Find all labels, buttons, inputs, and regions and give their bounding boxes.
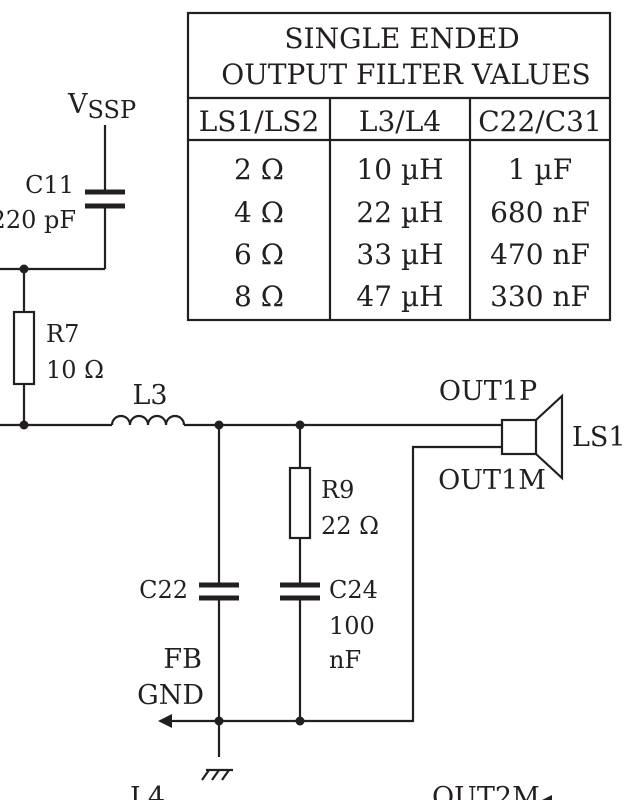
junction-dot (214, 716, 224, 726)
table-cell: 680 nF (490, 196, 590, 229)
table-header: L3/L4 (359, 105, 441, 138)
table-cell: 10 µH (356, 153, 443, 186)
table-cell: 330 nF (490, 280, 590, 313)
out1m-label: OUT1M (438, 465, 546, 496)
c24-value-line1: 100 (329, 612, 375, 640)
table-title-line2: OUTPUT FILTER VALUES (221, 58, 590, 91)
c11-name: C11 (25, 171, 74, 199)
table-cell: 33 µH (356, 238, 443, 271)
chassis-ground-icon (201, 768, 233, 781)
table-cell: 8 Ω (234, 280, 284, 313)
fb-gnd-arrow-icon (158, 714, 172, 728)
out1p-label: OUT1P (439, 376, 537, 407)
c24-value-line2: nF (329, 646, 361, 674)
table-cell: 1 µF (508, 153, 572, 186)
r9-name: R9 (321, 476, 354, 504)
gnd-label: GND (137, 680, 204, 711)
l3-label: L3 (132, 380, 167, 411)
table-header: LS1/LS2 (199, 105, 320, 138)
c11-value: 220 pF (0, 206, 76, 234)
table-cell: 2 Ω (234, 153, 284, 186)
table-title-line1: SINGLE ENDED (284, 22, 519, 55)
table-border (186, 11, 612, 322)
speaker-cone (535, 393, 564, 481)
l4-label: L4 (130, 782, 165, 800)
r7-resistor (12, 310, 36, 386)
table-cell: 6 Ω (234, 238, 284, 271)
out2m-arrow-icon (542, 795, 552, 800)
r7-value: 10 Ω (46, 356, 104, 384)
r9-value: 22 Ω (321, 512, 379, 540)
table-header: C22/C31 (478, 105, 602, 138)
l3-inductor (110, 414, 186, 426)
fb-label: FB (163, 644, 202, 675)
junction-dot (295, 716, 305, 726)
speaker-body (500, 418, 538, 456)
filter-values-table: SINGLE ENDED OUTPUT FILTER VALUES LS1/LS… (186, 11, 612, 322)
r9-resistor (288, 466, 312, 540)
table-cell: 4 Ω (234, 196, 284, 229)
table-cell: 47 µH (356, 280, 443, 313)
table-cell: 22 µH (356, 196, 443, 229)
c24-name: C24 (329, 576, 378, 604)
vssp-label: VSSP (67, 89, 136, 124)
c22-label: C22 (139, 576, 188, 604)
r7-name: R7 (46, 320, 79, 348)
ls1-label: LS1 (572, 422, 626, 453)
table-cell: 470 nF (490, 238, 590, 271)
out1m-return-wire (300, 445, 502, 723)
out2m-label: OUT2M (432, 782, 540, 800)
speaker-ls1 (500, 393, 564, 481)
